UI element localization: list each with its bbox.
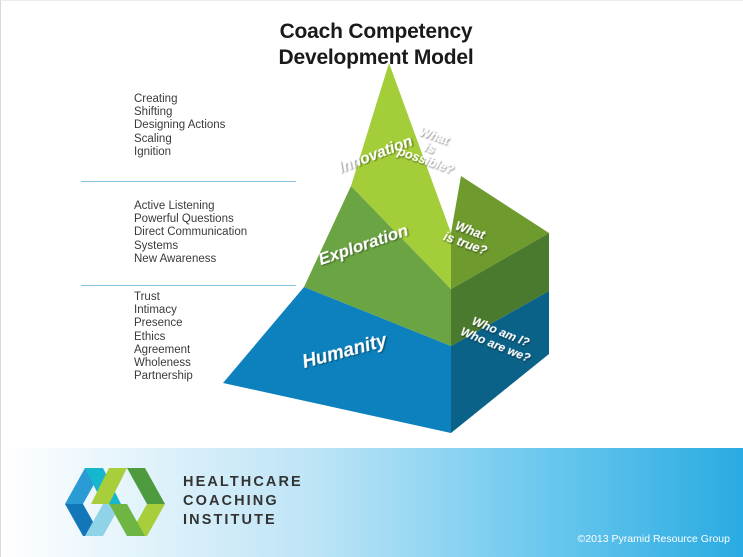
list-item: Shifting bbox=[134, 106, 173, 119]
list-item: Designing Actions bbox=[134, 119, 226, 132]
divider-exploration-humanity bbox=[81, 285, 296, 286]
brand-logo: HEALTHCARE COACHING INSTITUTE bbox=[63, 460, 303, 542]
logo-line-1: HEALTHCARE bbox=[183, 473, 303, 490]
list-item: Ethics bbox=[134, 330, 166, 343]
title-line-2: Development Model bbox=[278, 45, 474, 69]
footer-band: HEALTHCARE COACHING INSTITUTE ©2013 Pyra… bbox=[1, 448, 743, 557]
question-line: is bbox=[423, 140, 437, 157]
pyramid-face-exploration-side bbox=[451, 233, 549, 346]
pyramid-face-humanity-side bbox=[451, 291, 549, 433]
copyright-text: ©2013 Pyramid Resource Group bbox=[577, 533, 730, 545]
list-item: Agreement bbox=[134, 343, 191, 356]
logo-line-3: INSTITUTE bbox=[183, 511, 277, 528]
pyramid-face-innovation-side bbox=[451, 176, 549, 289]
logo-line-2: COACHING bbox=[183, 492, 279, 509]
title-line-1: Coach Competency bbox=[279, 20, 473, 43]
list-item: Active Listening bbox=[134, 200, 215, 212]
list-item: Wholeness bbox=[134, 357, 191, 370]
list-item: Partnership bbox=[134, 370, 193, 383]
pyramid-face-innovation-front bbox=[351, 63, 451, 289]
list-item: Ignition bbox=[134, 145, 172, 158]
healthcare-coaching-institute-logo-icon bbox=[65, 468, 165, 536]
pyramid-diagram: Innovation What is possible? Exploration… bbox=[223, 63, 549, 433]
brand-wordmark: HEALTHCARE COACHING INSTITUTE bbox=[183, 473, 303, 530]
list-item: New Awareness bbox=[134, 252, 217, 265]
list-item: Scaling bbox=[134, 132, 172, 145]
list-item: Powerful Questions bbox=[134, 213, 234, 226]
list-item: Trust bbox=[134, 291, 160, 303]
page-title: Coach Competency Development Model bbox=[231, 19, 521, 70]
list-item: Creating bbox=[134, 93, 178, 105]
list-item: Intimacy bbox=[134, 304, 177, 317]
pyramid-face-humanity-front bbox=[223, 287, 451, 433]
list-item: Direct Communication bbox=[134, 226, 248, 239]
pyramid-face-exploration-front bbox=[304, 186, 451, 346]
competency-list-exploration: Active Listening Powerful Questions Dire… bbox=[134, 200, 247, 266]
divider-innovation-exploration bbox=[81, 181, 296, 182]
competency-list-humanity: Trust Intimacy Presence Ethics Agreement… bbox=[134, 291, 193, 383]
list-item: Systems bbox=[134, 239, 179, 252]
diagram-area: Coach Competency Development Model Creat… bbox=[1, 1, 743, 448]
competency-list-innovation: Creating Shifting Designing Actions Scal… bbox=[134, 93, 225, 159]
list-item: Presence bbox=[134, 317, 183, 330]
